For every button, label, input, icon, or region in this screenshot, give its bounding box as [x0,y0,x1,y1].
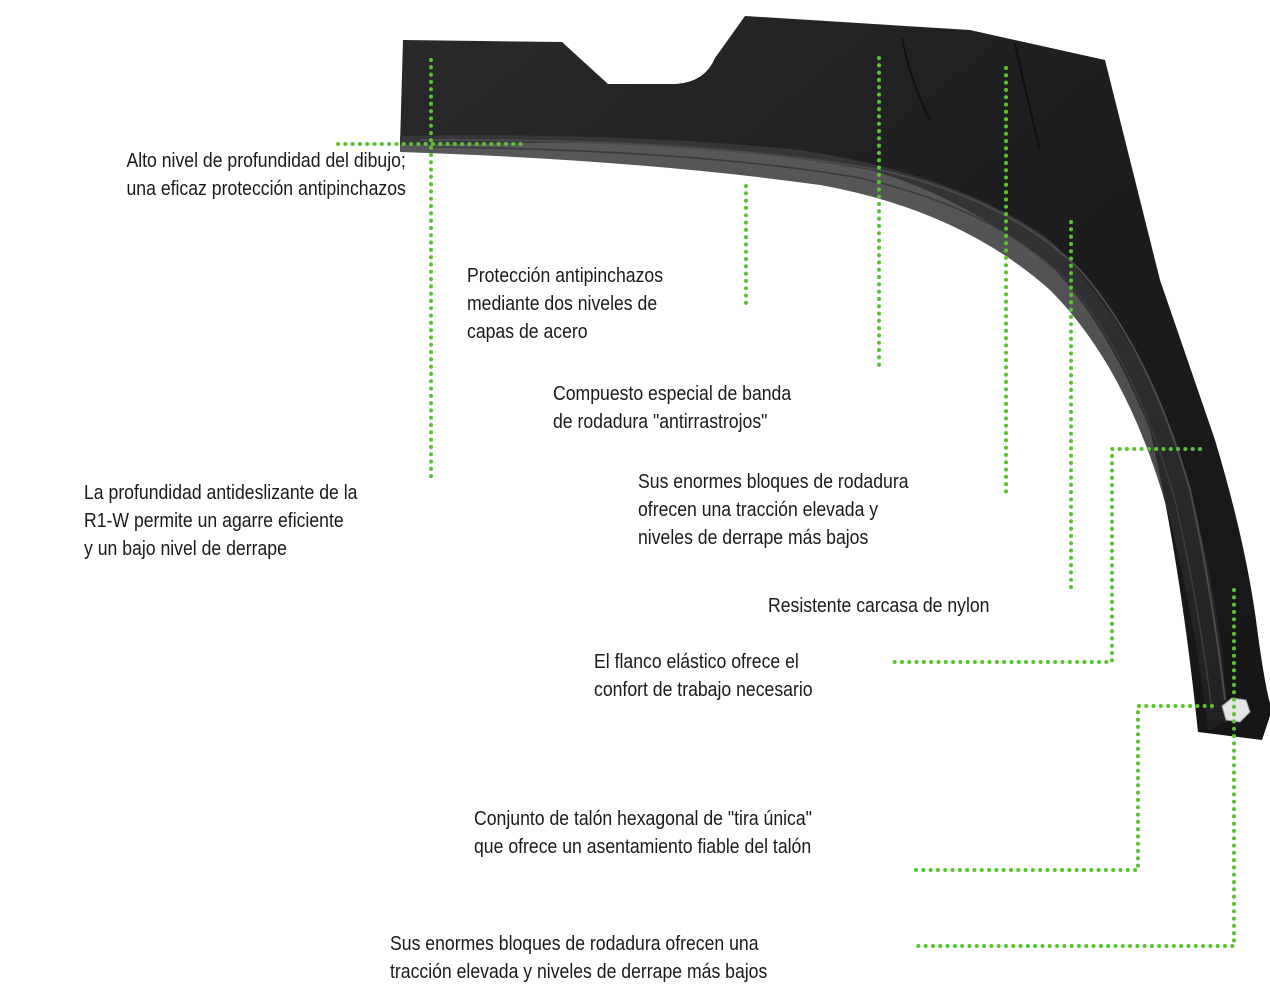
ply-line [419,138,1226,701]
callout-tread-depth: Alto nivel de profundidad del dibujo; un… [126,149,406,200]
leader-lines [336,56,1236,948]
callout-hex-bead: Conjunto de talón hexagonal de "tira úni… [474,807,812,858]
callout-nylon-carcass: Resistente carcasa de nylon [768,594,990,617]
hexagonal-bead-core [1221,697,1251,723]
leader-line-elastic-sidewall [886,447,1202,664]
callout-stubble-compound: Compuesto especial de banda de rodadura … [553,382,792,433]
callout-steel-plies: Protección antipinchazos mediante dos ni… [467,264,664,343]
tire-body [400,16,1270,740]
ply-line [429,146,1213,711]
callout-elastic-sidewall: El flanco elástico ofrece el confort de … [594,650,813,701]
callout-skid-depth: La profundidad antideslizante de la R1-W… [84,481,358,560]
callout-tread-blocks-bottom: Sus enormes bloques de rodadura ofrecen … [390,932,768,983]
leader-line-tread-blocks-bottom [914,588,1236,948]
leader-line-hex-bead [912,704,1214,872]
tread-groove [901,37,1041,151]
callout-tread-blocks: Sus enormes bloques de rodadura ofrecen … [638,470,909,549]
